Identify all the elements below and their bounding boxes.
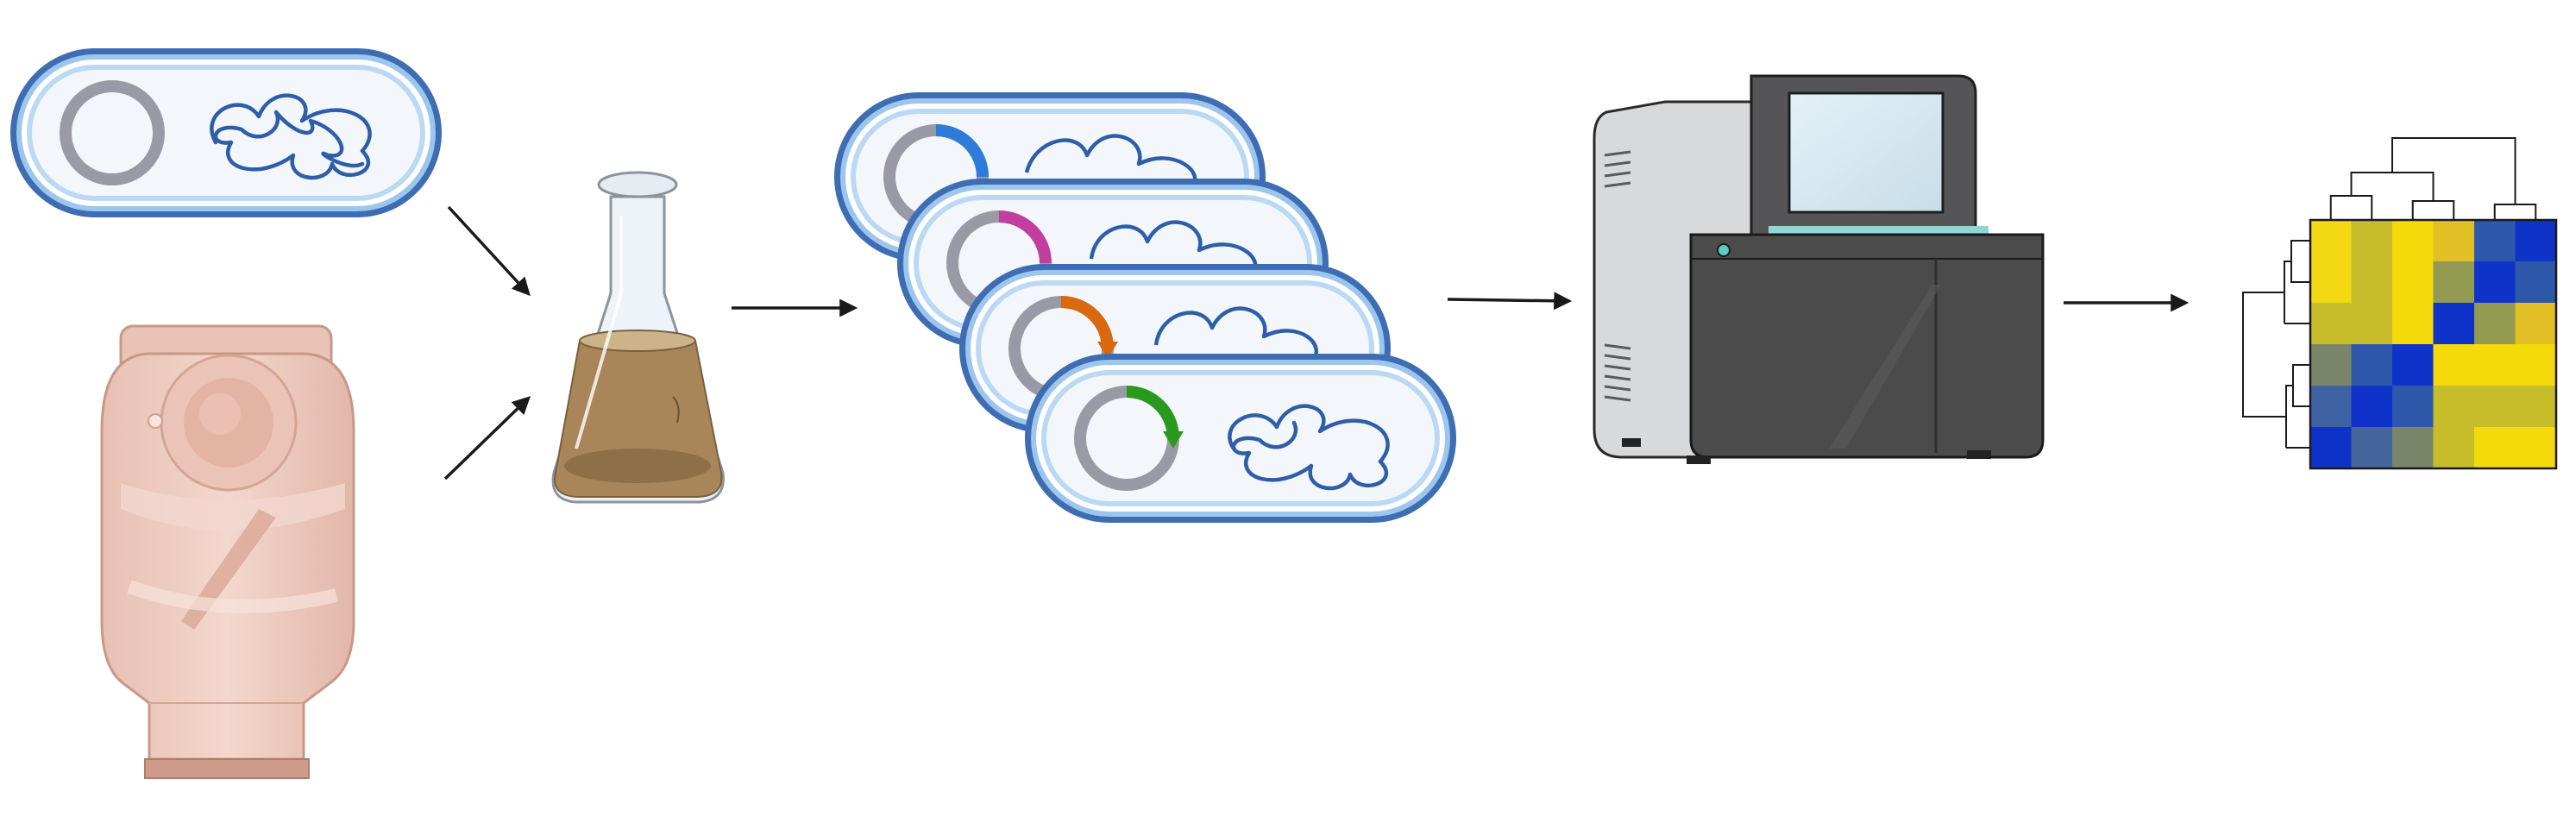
ostomy-bag-icon: [100, 324, 355, 779]
heatmap-cell: [2474, 386, 2516, 428]
bacteria-stack-icon: [834, 92, 1456, 523]
arrow-bacteria-to-sequencer: [1447, 292, 1573, 311]
dendrogram-branch: [2329, 195, 2373, 220]
heatmap-cell: [2392, 220, 2434, 262]
heatmap-cell: [2474, 344, 2516, 386]
bacterium-blue-plasmid: [834, 92, 1266, 261]
heatmap-cell: [2351, 427, 2393, 469]
heatmap-cell: [2351, 344, 2393, 386]
heatmap-grid: [2309, 218, 2558, 470]
plasmid-icon: [60, 80, 165, 185]
dendrogram-branch: [2242, 292, 2286, 418]
heatmap-cell: [2351, 261, 2393, 304]
heatmap-cell: [2433, 220, 2475, 262]
heatmap-cell: [2433, 303, 2475, 345]
heatmap-cell: [2474, 220, 2516, 262]
heatmap-cell: [2515, 220, 2557, 262]
sequencer-machine-icon: [1593, 74, 2045, 464]
heatmap-cell: [2310, 303, 2352, 345]
dendrogram-branch: [2285, 385, 2293, 448]
erlenmeyer-flask-icon: [551, 171, 725, 504]
heatmap-cell: [2351, 386, 2393, 428]
heatmap-cell: [2433, 261, 2475, 304]
heatmap-cell: [2474, 303, 2516, 345]
row-dendrogram: [2242, 240, 2310, 449]
heatmap-cell: [2310, 220, 2352, 262]
heatmap-cell: [2515, 386, 2557, 428]
heatmap-cell: [2392, 261, 2434, 304]
dendrogram-branch: [2411, 200, 2455, 220]
heatmap-cell: [2392, 303, 2434, 345]
heatmap-cell: [2310, 386, 2352, 428]
heatmap-cell: [2310, 427, 2352, 469]
heatmap-cell: [2474, 427, 2516, 469]
heatmap-cell: [2351, 303, 2393, 345]
dendrogram-branch: [2284, 261, 2291, 323]
dendrogram-branch: [2350, 172, 2435, 201]
heatmap-cell: [2433, 344, 2475, 386]
heatmap-cell: [2515, 261, 2557, 304]
arrow-bag-to-flask: [443, 396, 531, 480]
clustered-heatmap-icon: [2242, 137, 2558, 470]
heatmap-cell: [2392, 344, 2434, 386]
arrow-bacterium-to-flask: [447, 205, 531, 297]
heatmap-cell: [2392, 386, 2434, 428]
dendrogram-branch: [2391, 137, 2516, 181]
dendrogram-branch: [2292, 364, 2310, 407]
heatmap-cell: [2310, 261, 2352, 304]
heatmap-cell: [2310, 344, 2352, 386]
heatmap-cell: [2474, 261, 2516, 304]
dendrogram-branch: [2290, 240, 2310, 283]
bacterium-green-plasmid: [1025, 354, 1456, 523]
heatmap-cell: [2515, 427, 2557, 469]
heatmap-cell: [2433, 427, 2475, 469]
heatmap-cell: [2433, 386, 2475, 428]
heatmap-cell: [2351, 220, 2393, 262]
bacterium-input-icon: [10, 48, 442, 217]
dendrogram-branch: [2493, 204, 2537, 220]
power-indicator-icon: [1717, 243, 1731, 257]
heatmap-cell: [2515, 344, 2557, 386]
heatmap-cell: [2515, 303, 2557, 345]
heatmap-cell: [2392, 427, 2434, 469]
chromosome-icon: [210, 93, 372, 180]
column-dendrogram: [2329, 137, 2537, 220]
heatmap-border: [2309, 218, 2558, 470]
